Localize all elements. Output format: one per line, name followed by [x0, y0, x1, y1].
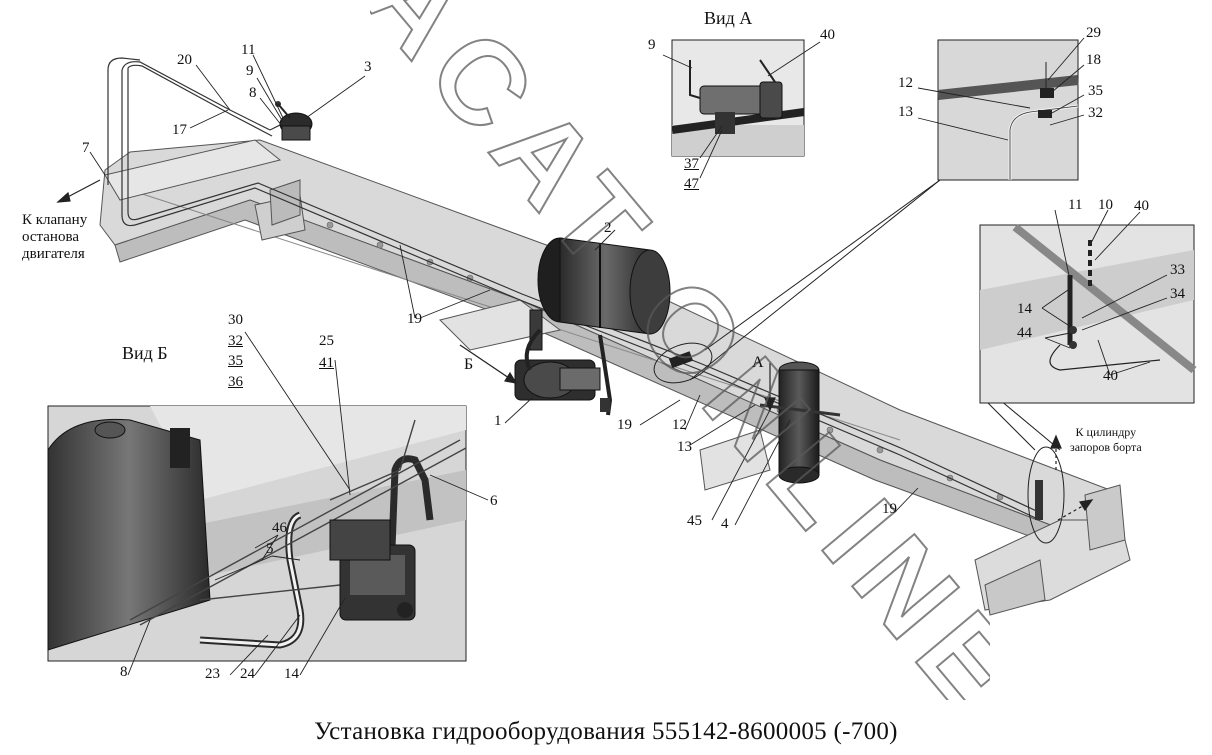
- part-number: 12: [898, 75, 913, 91]
- flow-arrows: [56, 179, 1094, 521]
- part-number: 47: [684, 176, 699, 192]
- part-number: 24: [240, 666, 255, 682]
- part-number: 4: [721, 516, 729, 532]
- part-number: 19: [617, 417, 632, 433]
- part-number: 44: [1017, 325, 1032, 341]
- part-number: 30: [228, 312, 243, 328]
- part-number: 34: [1170, 286, 1185, 302]
- pump-unit: [514, 328, 613, 416]
- view-b-arrow-label: Б: [464, 356, 474, 373]
- part-number: 19: [882, 501, 897, 517]
- filter-cylinder: [759, 361, 841, 484]
- part-number: 41: [319, 355, 334, 371]
- oil-tank: [529, 237, 671, 351]
- part-number: 37: [684, 156, 699, 172]
- part-number: 29: [1086, 25, 1101, 41]
- part-number: 14: [1017, 301, 1032, 317]
- view-b-title: Вид Б: [122, 343, 168, 363]
- part-number: 40: [820, 27, 835, 43]
- part-number: 6: [490, 493, 498, 509]
- part-number: 32: [1088, 105, 1103, 121]
- part-number: 13: [898, 104, 913, 120]
- part-number: 5: [266, 541, 274, 557]
- part-number: 25: [319, 333, 334, 349]
- view-b-inset: [47, 331, 489, 676]
- part-number: 35: [228, 353, 243, 369]
- part-number: 36: [228, 374, 243, 390]
- view-a-inset: [662, 39, 821, 179]
- cylinder-connection-inset: [979, 209, 1197, 404]
- part-number: 35: [1088, 83, 1103, 99]
- view-a-title: Вид А: [704, 8, 753, 28]
- part-number: 11: [1068, 197, 1083, 213]
- part-number: 9: [246, 63, 254, 79]
- part-number: 40: [1103, 368, 1118, 384]
- part-number: 8: [120, 664, 128, 680]
- part-number: 18: [1086, 52, 1101, 68]
- leader-lines: [89, 54, 919, 526]
- control-valve: [275, 101, 313, 141]
- part-number: 45: [687, 513, 702, 529]
- view-a-arrow-label: А: [752, 354, 764, 371]
- part-number: 13: [677, 439, 692, 455]
- part-number: 20: [177, 52, 192, 68]
- engine-stop-note: К клапану останова двигателя: [22, 212, 88, 262]
- part-number: 7: [82, 140, 90, 156]
- bracket-detail-inset: [917, 37, 1085, 181]
- part-number: 17: [172, 122, 187, 138]
- detail-callouts: [653, 179, 1065, 544]
- part-number: 40: [1134, 198, 1149, 214]
- part-number: 2: [604, 220, 612, 236]
- part-number: 8: [249, 85, 257, 101]
- part-number: 10: [1098, 197, 1113, 213]
- part-number: 14: [284, 666, 299, 682]
- part-number: 46: [272, 520, 287, 536]
- part-number: 1: [494, 413, 502, 429]
- coupling-fittings: [668, 351, 1043, 520]
- part-number: 23: [205, 666, 220, 682]
- part-number: 9: [648, 37, 656, 53]
- part-number: 33: [1170, 262, 1185, 278]
- part-number: 11: [241, 42, 256, 58]
- drawing-caption: Установка гидрооборудования 555142-86000…: [314, 718, 898, 745]
- part-number: 12: [672, 417, 687, 433]
- part-number: 3: [364, 59, 372, 75]
- part-number: 32: [228, 333, 243, 349]
- cylinder-note: К цилиндру запоров борта: [1070, 425, 1142, 454]
- part-number: 19: [407, 311, 422, 327]
